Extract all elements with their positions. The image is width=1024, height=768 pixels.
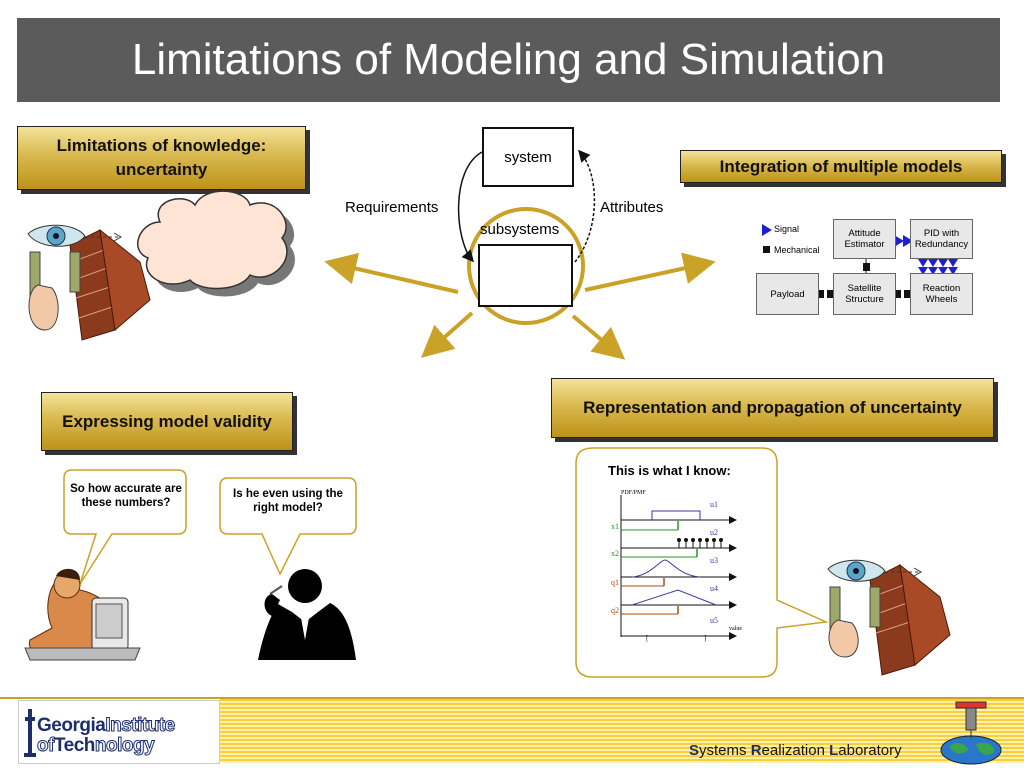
- series-u2: u2: [710, 528, 718, 537]
- pid-label: PID with Redundancy: [914, 228, 969, 250]
- subsystems-box: [478, 244, 573, 307]
- attributes-connector: [574, 149, 596, 263]
- logo-tech: Tech: [53, 735, 95, 756]
- brick-wall-figure-icon: [27, 224, 151, 341]
- logo-georgia: Georgia: [37, 715, 106, 736]
- logo-nology: nology: [94, 735, 155, 757]
- arrow-to-knowledge: [324, 252, 459, 294]
- reaction-wheels-block: Reaction Wheels: [910, 273, 973, 315]
- uncertainty-plot: [ ]: [620, 495, 737, 642]
- requirements-connector: [457, 151, 483, 263]
- integration-model-diagram: Signal Mechanical Attitude Estimator PID…: [756, 215, 974, 317]
- legend-mechanical: Mechanical: [774, 245, 820, 255]
- validity-box: Expressing model validity: [41, 392, 293, 451]
- center-circle: [467, 207, 585, 325]
- footer: GeorgiaInstitute ofTechnology Systems Re…: [0, 695, 1024, 768]
- speech-bubble-know: [575, 447, 829, 678]
- cloud-icon: [137, 190, 295, 297]
- georgia-tech-logo: GeorgiaInstitute ofTechnology: [18, 700, 220, 764]
- series-u3: u3: [710, 556, 718, 565]
- svg-text:]: ]: [704, 634, 706, 642]
- legend-signal: Signal: [774, 224, 800, 234]
- integration-box: Integration of multiple models: [680, 150, 1002, 183]
- system-box: system: [482, 127, 574, 187]
- left-label-x2: x2: [611, 549, 619, 558]
- arrow-to-validity: [420, 311, 474, 358]
- lab-name: Systems Realization Laboratory: [689, 742, 902, 759]
- pid-block: PID with Redundancy: [910, 219, 973, 259]
- knowledge-box-label: Limitations of knowledge: uncertainty: [56, 136, 267, 179]
- lab-2: ealization: [761, 742, 830, 759]
- system-label: system: [504, 149, 552, 166]
- attitude-estimator-label: Attitude Estimator: [844, 228, 885, 250]
- bubble-know-text: This is what I know:: [608, 463, 731, 478]
- footer-top-rule: [0, 697, 1024, 699]
- businessman-silhouette-icon: [258, 569, 356, 660]
- bubble-model-text: Is he even using the right model?: [233, 488, 343, 514]
- series-u5: u5: [710, 616, 718, 625]
- lab-r: R: [750, 742, 762, 759]
- representation-box: Representation and propagation of uncert…: [551, 378, 994, 438]
- lab-3: aboratory: [838, 742, 902, 759]
- lab-1: ystems: [699, 742, 751, 759]
- slide-title: Limitations of Modeling and Simulation: [131, 35, 886, 84]
- satellite-structure-label: Satellite Structure: [845, 283, 884, 305]
- svg-text:[: [: [646, 634, 649, 642]
- speech-bubble-model: [219, 477, 357, 576]
- left-label-q2: q2: [611, 606, 619, 615]
- reaction-wheels-label: Reaction Wheels: [922, 283, 961, 305]
- center-arrows: [324, 252, 716, 360]
- series-u1: u1: [710, 500, 718, 509]
- arrow-to-integration: [584, 252, 716, 292]
- left-label-q1: q1: [611, 578, 619, 587]
- satellite-structure-block: Satellite Structure: [833, 273, 896, 315]
- logo-of: of: [37, 735, 55, 757]
- attributes-label: Attributes: [600, 199, 664, 216]
- integration-box-label: Integration of multiple models: [719, 156, 963, 176]
- payload-block: Payload: [756, 273, 819, 315]
- lab-l: L: [829, 742, 839, 759]
- subsystems-label: subsystems: [480, 221, 560, 238]
- left-label-x1: x1: [611, 522, 619, 531]
- knowledge-box: Limitations of knowledge: uncertainty: [17, 126, 306, 190]
- payload-label: Payload: [770, 288, 805, 300]
- bubble-accuracy-text: So how accurate are these numbers?: [70, 483, 182, 509]
- person-at-computer-icon: [24, 568, 141, 661]
- attitude-estimator-block: Attitude Estimator: [833, 219, 896, 259]
- arrow-to-representation: [571, 314, 626, 360]
- validity-box-label: Expressing model validity: [62, 411, 272, 431]
- representation-box-label: Representation and propagation of uncert…: [583, 398, 962, 417]
- model-connectors: [762, 224, 958, 298]
- series-u4: u4: [710, 584, 718, 593]
- requirements-label: Requirements: [345, 199, 439, 216]
- title-bar: Limitations of Modeling and Simulation: [17, 18, 1000, 102]
- globe-satellite-icon: [940, 701, 1002, 765]
- speech-bubble-accuracy: [63, 469, 187, 585]
- brick-wall-figure-icon-right: [827, 559, 951, 676]
- plot-xlabel: value: [729, 626, 742, 632]
- plot-ylabel: PDF/PMF: [621, 490, 646, 496]
- logo-institute: Institute: [105, 715, 176, 737]
- lab-s: S: [689, 742, 700, 759]
- footer-stripes: [220, 699, 1024, 763]
- tower-icon: [24, 709, 36, 757]
